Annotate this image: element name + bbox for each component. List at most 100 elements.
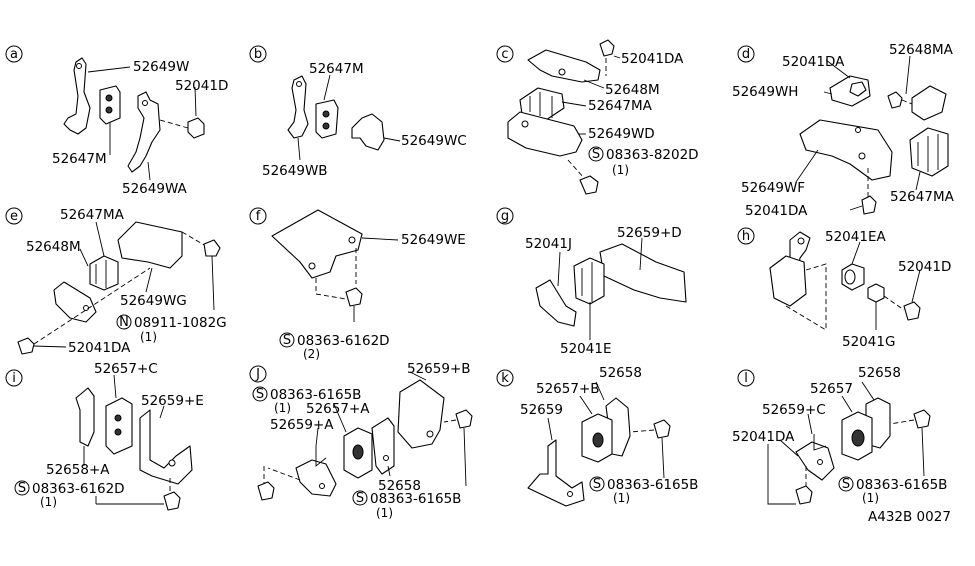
label-52041da-2: 52041DA bbox=[745, 203, 808, 219]
rubber-mount-52647m bbox=[315, 99, 339, 139]
label-52041ea: 52041EA bbox=[825, 229, 886, 245]
label-52659-e: 52659+E bbox=[141, 393, 204, 409]
label-52659: 52659 bbox=[520, 402, 563, 418]
label-52649w: 52649W bbox=[133, 59, 189, 75]
bolt-icon bbox=[889, 409, 931, 477]
bolt-icon bbox=[17, 267, 151, 355]
bolt-icon bbox=[629, 419, 671, 479]
bracket-52659 bbox=[527, 439, 585, 507]
nut-52041da bbox=[849, 81, 867, 97]
hole bbox=[797, 237, 805, 245]
section-k-letter: k bbox=[501, 371, 509, 386]
hole bbox=[76, 63, 82, 69]
hole bbox=[168, 459, 176, 467]
bolt-icon bbox=[443, 409, 473, 487]
label-08363-6165b: 08363-6165B bbox=[270, 387, 361, 403]
section-e: e 52647MA 52648M 52649WG N 08911-1082G (… bbox=[5, 207, 227, 356]
label-52649wh: 52649WH bbox=[732, 84, 798, 100]
bracket-52659b bbox=[397, 379, 445, 449]
label-52657-a: 52657+A bbox=[306, 401, 370, 417]
label-52041e: 52041E bbox=[560, 341, 611, 357]
label-qty: (2) bbox=[303, 347, 320, 361]
symbol-s-letter: S bbox=[256, 387, 264, 402]
section-b-letter: b bbox=[254, 47, 262, 62]
hole bbox=[426, 430, 434, 438]
hole bbox=[521, 120, 529, 128]
section-a-letter: a bbox=[10, 47, 18, 62]
label-52041g: 52041G bbox=[842, 334, 895, 350]
symbol-s-letter: S bbox=[356, 491, 364, 506]
bolt-icon bbox=[257, 481, 275, 501]
bolt-icon bbox=[795, 485, 813, 505]
label-52649wg: 52649WG bbox=[120, 293, 187, 309]
symbol-s bbox=[279, 332, 295, 348]
section-f-marker bbox=[249, 207, 267, 225]
symbol-s-letter: S bbox=[842, 477, 850, 492]
bracket-52649wc bbox=[351, 113, 385, 151]
label-08363-6165b: 08363-6165B bbox=[856, 477, 947, 493]
label-08363-6165b-2: 08363-6165B bbox=[370, 491, 461, 507]
label-qty: (1) bbox=[862, 491, 879, 505]
label-52657: 52657 bbox=[810, 381, 853, 397]
hole bbox=[383, 455, 389, 461]
hole bbox=[296, 81, 302, 87]
hole bbox=[308, 262, 316, 270]
label-52647ma: 52647MA bbox=[588, 98, 653, 114]
bolt-icon bbox=[599, 39, 615, 76]
label-52649wb: 52649WB bbox=[262, 163, 328, 179]
section-i: i 52657+C 52659+E 52658+A S 08363-6162D … bbox=[5, 361, 204, 511]
label-52648m: 52648M bbox=[605, 82, 660, 98]
bracket-52648m bbox=[53, 281, 97, 323]
label-52659-a: 52659+A bbox=[270, 417, 334, 433]
label-52647ma: 52647MA bbox=[60, 207, 125, 223]
symbol-s-letter: S bbox=[593, 477, 601, 492]
bolt-icon bbox=[567, 159, 599, 195]
strap-52659d bbox=[599, 243, 687, 303]
label-52658: 52658 bbox=[858, 365, 901, 381]
label-52041da: 52041DA bbox=[732, 429, 795, 445]
hole bbox=[105, 94, 113, 102]
rubber-mount-52647m bbox=[99, 85, 121, 125]
section-b-marker bbox=[249, 45, 267, 63]
section-g-marker bbox=[496, 207, 514, 225]
label-52658: 52658 bbox=[378, 478, 421, 494]
symbol-s-letter: S bbox=[592, 147, 600, 162]
washer-52041g bbox=[867, 283, 885, 303]
section-l-marker bbox=[737, 369, 755, 387]
symbol-s-letter: S bbox=[283, 333, 291, 348]
section-a-marker bbox=[5, 45, 23, 63]
section-h: h 52041EA 52041D 52041G bbox=[737, 227, 951, 350]
hole bbox=[558, 68, 566, 76]
section-h-letter: h bbox=[742, 229, 750, 244]
hole bbox=[348, 236, 356, 244]
bolt-icon bbox=[345, 287, 363, 322]
section-g: g 52659+D 52041J 52041E bbox=[496, 207, 687, 357]
symbol-s bbox=[589, 476, 605, 492]
label-qty: (1) bbox=[140, 330, 157, 344]
bracket-52649wf bbox=[799, 119, 893, 181]
hole bbox=[319, 483, 325, 489]
hole bbox=[114, 414, 122, 422]
hole bbox=[567, 491, 573, 497]
diagram-code: A432B 0027 bbox=[868, 509, 951, 525]
section-d-letter: d bbox=[742, 47, 750, 62]
bracket-52649wg bbox=[117, 221, 183, 269]
bracket-52658 bbox=[371, 417, 395, 475]
label-52658-a: 52658+A bbox=[46, 462, 110, 478]
hole bbox=[858, 152, 866, 160]
bolt-icon bbox=[887, 91, 913, 109]
section-k: k 52658 52657+B 52659 S 08363-6165B (1) bbox=[496, 365, 698, 507]
label-52041j: 52041J bbox=[525, 236, 572, 252]
hole bbox=[592, 432, 604, 448]
label-08363-6165b: 08363-6165B bbox=[607, 477, 698, 493]
label-52649wc: 52649WC bbox=[401, 133, 467, 149]
symbol-n-letter: N bbox=[119, 315, 129, 330]
bracket-52648ma bbox=[911, 85, 947, 121]
bracket-52658a bbox=[75, 387, 95, 447]
label-52659-d: 52659+D bbox=[617, 225, 682, 241]
bolt-icon bbox=[159, 117, 205, 139]
section-d-marker bbox=[737, 45, 755, 63]
bracket-52659e bbox=[139, 409, 193, 485]
label-08363-8202d: 08363-8202D bbox=[606, 147, 699, 163]
hole bbox=[322, 110, 330, 118]
